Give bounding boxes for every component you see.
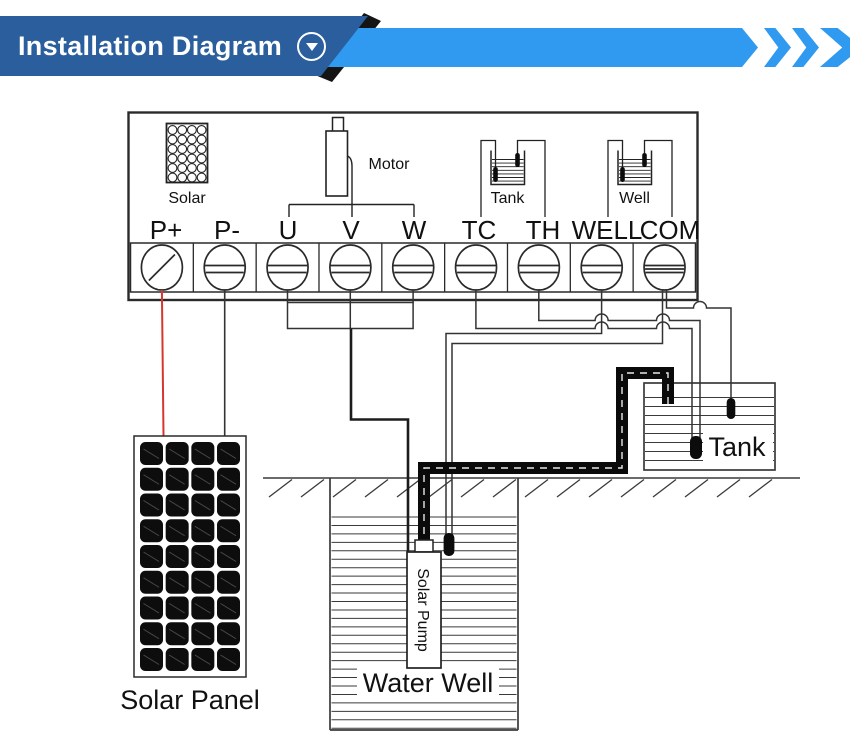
wire-com-well	[451, 290, 664, 536]
terminal-block	[127, 111, 699, 302]
ground-line	[263, 477, 800, 498]
terminal-label: TH	[526, 215, 561, 245]
solar-panel	[133, 435, 247, 678]
tank-icon-label: Tank	[491, 190, 526, 207]
pump-label: Solar Pump	[414, 568, 431, 652]
wire-well	[445, 290, 603, 536]
terminal-label: COM	[640, 215, 701, 245]
terminal-label: TC	[462, 215, 497, 245]
well-probe	[443, 533, 455, 556]
terminal-label: W	[402, 215, 427, 245]
water-well-label: Water Well	[363, 668, 494, 698]
terminal-label: V	[342, 215, 360, 245]
down-arrow-icon	[305, 42, 318, 51]
wiring	[160, 289, 732, 552]
dropdown-button[interactable]	[297, 31, 327, 61]
solar-array-icon: Solar	[165, 122, 209, 207]
solar-pump: Solar Pump	[406, 539, 442, 669]
solar-icon-label: Solar	[168, 190, 206, 207]
tank-level-icon: Tank	[480, 139, 546, 217]
water-well-label-bg	[357, 667, 499, 700]
terminal-labels: P+ P- U V W TC TH WELL COM	[150, 215, 701, 245]
wire-tc	[475, 290, 693, 438]
wire-solar-positive	[160, 289, 165, 437]
well-icon-label: Well	[619, 190, 650, 207]
well-level-icon: Well	[607, 139, 673, 217]
terminal-label: P-	[214, 215, 240, 245]
screw-terminals	[140, 244, 686, 291]
tank-label-bg	[703, 432, 773, 461]
tank-probe-long	[690, 436, 702, 459]
motor-icon: Motor	[288, 116, 415, 217]
page-title: Installation Diagram	[18, 30, 283, 61]
wire-com-tank	[665, 290, 732, 400]
solar-panel-label: Solar Panel	[120, 685, 260, 715]
tank-label: Tank	[708, 432, 766, 462]
wire-uvw-stubs	[286, 290, 414, 303]
tank-probe-short	[726, 398, 736, 419]
terminal-label: U	[279, 215, 298, 245]
water-pipe	[418, 367, 674, 547]
terminal-label: P+	[150, 215, 183, 245]
wire-pump-cable	[349, 328, 410, 552]
terminal-label: WELL	[572, 215, 643, 245]
wire-th	[538, 290, 701, 438]
motor-icon-label: Motor	[369, 156, 411, 173]
header-banner: Installation Diagram	[0, 16, 368, 76]
